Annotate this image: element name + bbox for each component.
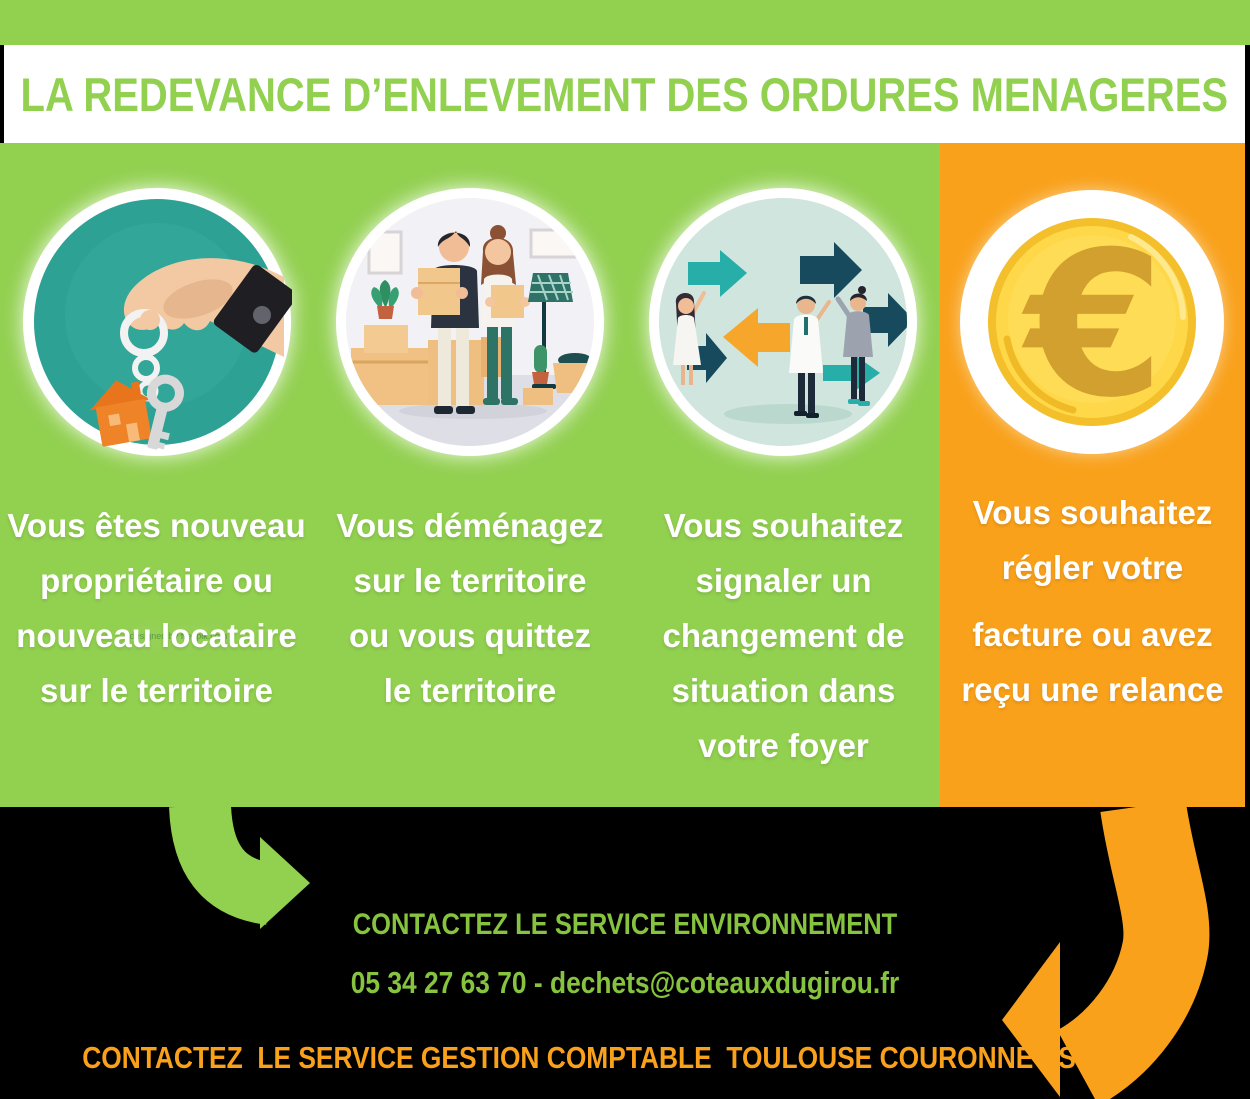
people-arrows-illustration (648, 187, 918, 457)
freepik-watermark: designed by freepik.com (129, 631, 228, 641)
accounting-service-heading: CONTACTEZ LE SERVICE GESTION COMPTABLE T… (82, 1040, 1092, 1075)
euro-coin-illustration: € (957, 187, 1227, 457)
text-line: ou vous quittez (349, 617, 591, 654)
euro-symbol: € (1021, 209, 1164, 442)
navy-arrow-icon (863, 293, 907, 347)
text-line: régler votre (1001, 549, 1184, 586)
hand-keys-illustration: designed by freepik.com (22, 187, 292, 641)
people-arrows-icon (649, 188, 917, 456)
text-line: signaler un (695, 562, 872, 599)
title-band: LA REDEVANCE D’ENLEVEMENT DES ORDURES ME… (4, 45, 1245, 143)
hand-keys-icon (23, 188, 292, 456)
text-line: Vous souhaitez (972, 494, 1213, 531)
wall-frame-icon (367, 230, 403, 275)
page-title: LA REDEVANCE D’ENLEVEMENT DES ORDURES ME… (20, 67, 1229, 121)
text-line: reçu une relance (961, 671, 1224, 708)
top-green-bar (0, 0, 1250, 45)
text-line: nouveau locataire (16, 617, 297, 654)
environment-service-heading: CONTACTEZ LE SERVICE ENVIRONNEMENT (352, 908, 898, 941)
column-text-changement-situation: Vous souhaitez signaler un changement de… (627, 498, 940, 773)
text-line: changement de (662, 617, 905, 654)
moving-couple-icon (336, 188, 604, 456)
navy-arrow-icon (687, 333, 727, 383)
column-text-demenagement: Vous déménagez sur le territoire ou vous… (313, 498, 627, 718)
text-line: Vous souhaitez (663, 507, 904, 544)
navy-arrow-icon (800, 242, 862, 298)
environment-service-contact: 05 34 27 63 70 - dechets@coteauxdugirou.… (350, 965, 900, 1000)
text-line: propriétaire ou (40, 562, 273, 599)
column-text-reglement-facture: Vous souhaitez régler votre facture ou a… (940, 485, 1245, 717)
text-line: Vous êtes nouveau (7, 507, 306, 544)
text-line: sur le territoire (353, 562, 587, 599)
text-line: Vous déménagez (336, 507, 604, 544)
moving-couple-illustration (335, 187, 605, 457)
text-line: le territoire (383, 672, 557, 709)
orange-arrow-icon (723, 308, 790, 367)
text-line: situation dans (671, 672, 896, 709)
green-curved-arrow-icon (169, 806, 310, 929)
text-line: facture ou avez (972, 616, 1213, 653)
text-line: votre foyer (698, 727, 869, 764)
text-line: sur le territoire (40, 672, 273, 709)
orange-curved-arrow-icon (1002, 806, 1210, 1099)
column-text-nouveau-proprietaire: Vous êtes nouveau propriétaire ou nouvea… (0, 498, 313, 718)
teal-arrow-icon (688, 250, 747, 297)
accounting-service-contact: 05 67 63 01 94 - sgc.toulouse-couronne-e… (0, 1023, 1096, 1099)
euro-coin-icon: € (960, 190, 1224, 454)
